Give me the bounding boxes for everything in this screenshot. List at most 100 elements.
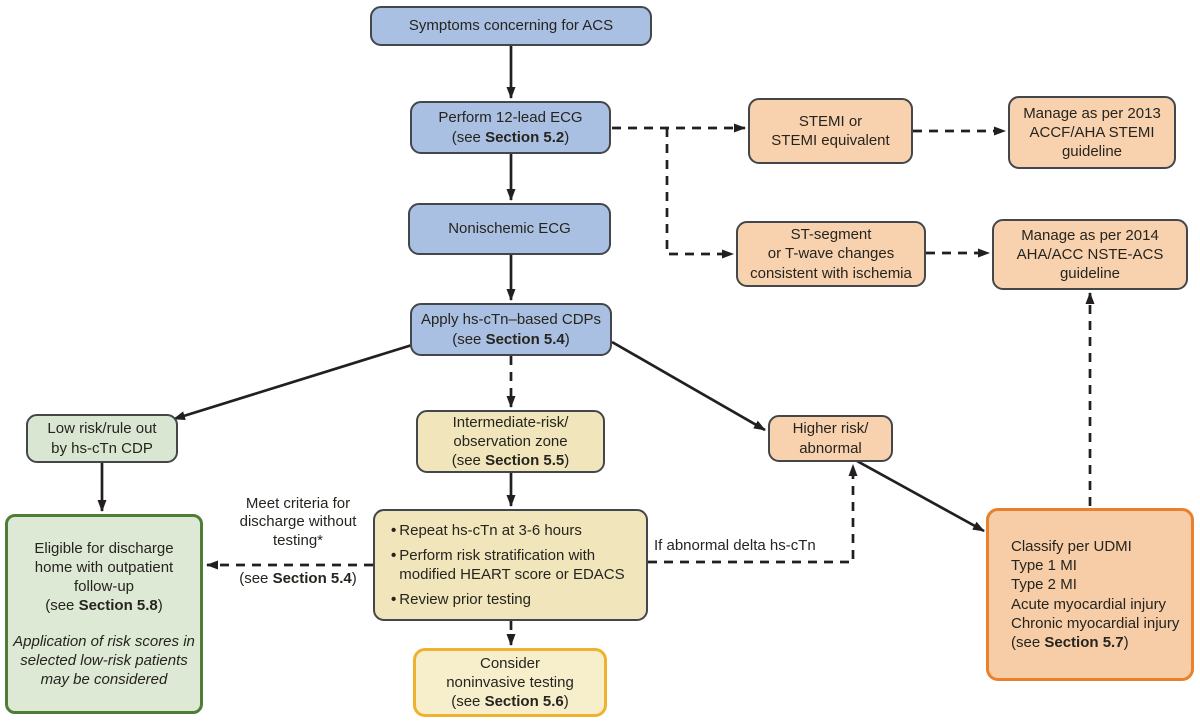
node-text: Classify per UDMI [1011,538,1132,556]
section-number: Section 5.8 [78,596,158,614]
bullet-item: Perform risk stratification with modifie… [391,546,636,584]
section-ref: (see Section 5.6) [451,692,569,711]
node-text: or T-wave changes [767,245,895,263]
node-text: Acute myocardial injury [1011,595,1167,613]
note-text: Application of risk scores in [13,633,195,651]
node-text: Intermediate-risk/ [452,413,569,431]
see-suffix: ) [563,693,569,711]
see-prefix: (see [451,452,486,470]
section-number: Section 5.4 [485,330,565,348]
node-stemi: STEMI or STEMI equivalent [748,98,913,164]
node-text: STEMI equivalent [771,132,890,149]
section-ref: (see Section 5.2) [452,128,570,147]
arrow-workup-to-higherrisk [648,464,858,564]
see-suffix: ) [564,128,570,146]
node-text: Eligible for discharge [34,539,174,557]
node-apply-hs-ctn-cdps: Apply hs-cTn–based CDPs (see Section 5.4… [410,303,612,356]
see-suffix: ) [564,452,570,470]
label-meet-criteria: Meet criteria for discharge without test… [218,495,378,550]
note-text: may be considered [40,671,168,689]
node-text: Type 1 MI [1011,557,1077,575]
bullet-icon [391,521,396,540]
see-prefix: (see [45,596,79,614]
note-text: selected low-risk patients [20,652,188,670]
node-text: Perform 12-lead ECG [438,109,583,127]
label-text: Meet criteria for [245,495,351,512]
section-ref: (see Section 5.5) [452,451,570,470]
see-suffix: ) [564,330,570,348]
node-text: Manage as per 2014 [1021,226,1159,244]
see-suffix: ) [351,570,357,587]
node-low-risk-rule-out: Low risk/rule out by hs-cTn CDP [26,414,178,463]
node-text: consistent with ischemia [750,264,912,282]
node-text: Chronic myocardial injury [1011,614,1180,632]
arrow-higherrisk-to-classify [856,459,985,533]
bullet-text-line: Perform risk stratification with [399,546,596,564]
node-nonischemic-ecg: Nonischemic ECG [408,203,611,255]
bullet-text-line: modified HEART score or EDACS [399,566,625,583]
section-number: Section 5.4 [272,570,352,587]
see-suffix: ) [157,596,163,614]
see-prefix: (see [1011,633,1045,651]
node-text: noninvasive testing [446,673,574,691]
node-text: guideline [1061,143,1123,161]
section-number: Section 5.7 [1044,633,1124,651]
node-text: guideline [1059,265,1121,283]
section-number: Section 5.6 [484,693,564,711]
node-intermediate-risk: Intermediate-risk/ observation zone (see… [416,410,605,473]
label-text: discharge without [239,513,357,531]
label-text: testing* [272,531,324,549]
node-manage-stemi-guideline: Manage as per 2013 ACCF/AHA STEMI guidel… [1008,96,1176,169]
node-higher-risk-abnormal: Higher risk/ abnormal [768,415,893,462]
see-prefix: (see [451,693,485,711]
label-text: If abnormal delta hs-cTn [654,537,816,554]
arrow-apply-to-lowrisk [173,343,413,421]
section-ref: (see Section 5.8) [45,596,163,615]
section-ref: (see Section 5.7) [1011,633,1129,652]
section-ref: (see Section 5.4) [452,330,570,349]
node-symptoms-acs: Symptoms concerning for ACS [370,6,652,46]
node-perform-ecg: Perform 12-lead ECG (see Section 5.2) [410,101,611,154]
node-text: Manage as per 2013 [1023,104,1161,122]
node-text: AHA/ACC NSTE-ACS [1016,245,1164,263]
node-text: follow-up [73,577,135,595]
node-text: Symptoms concerning for ACS [408,17,614,35]
node-text: Type 2 MI [1011,576,1077,594]
arrow-apply-to-higherrisk [611,340,766,432]
node-text: ST-segment [790,226,872,244]
arrow-ecg-to-stsegment [665,128,734,259]
node-consider-noninvasive-testing: Consider noninvasive testing (see Sectio… [413,648,607,717]
section-number: Section 5.2 [485,128,565,146]
node-text: Higher risk/ [792,420,869,438]
see-prefix: (see [452,330,486,348]
bullet-item: Repeat hs-cTn at 3-6 hours [391,521,636,540]
node-text: abnormal [799,439,862,457]
node-text: STEMI or [798,112,863,130]
bullet-text: Perform risk stratification with modifie… [399,546,624,584]
section-number: Section 5.5 [485,452,565,470]
node-text: home with outpatient [34,558,174,576]
bullet-item: Review prior testing [391,590,636,609]
see-suffix: ) [1123,633,1129,651]
node-eligible-discharge: Eligible for discharge home with outpati… [5,514,203,714]
bullet-icon [391,590,396,609]
node-manage-nste-acs-guideline: Manage as per 2014 AHA/ACC NSTE-ACS guid… [992,219,1188,290]
node-observation-workup: Repeat hs-cTn at 3-6 hours Perform risk … [373,509,648,621]
bullet-text: Repeat hs-cTn at 3-6 hours [399,522,582,539]
see-prefix: (see [451,128,486,146]
bullet-icon [391,546,396,584]
label-meet-criteria-section: (see Section 5.4) [218,570,378,588]
see-prefix: (see [239,570,273,587]
node-text: ACCF/AHA STEMI [1029,123,1155,141]
node-text: Consider [479,654,541,672]
node-text: observation zone [453,432,568,450]
node-text: Nonischemic ECG [448,220,571,238]
node-text: by hs-cTn CDP [51,439,153,457]
bullet-text: Review prior testing [399,590,531,608]
node-text: Apply hs-cTn–based CDPs [420,311,602,329]
node-text: Low risk/rule out [47,420,157,438]
node-classify-udmi: Classify per UDMI Type 1 MI Type 2 MI Ac… [986,508,1194,681]
risk-score-note: Application of risk scores in selected l… [13,632,195,689]
